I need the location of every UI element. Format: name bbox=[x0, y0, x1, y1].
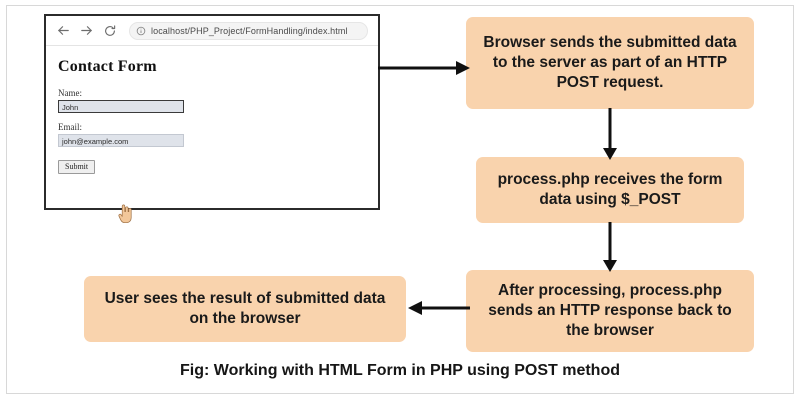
submit-button[interactable]: Submit bbox=[58, 160, 96, 174]
arrow-right-icon bbox=[378, 56, 470, 80]
arrow-left-icon bbox=[408, 296, 470, 320]
info-circle-icon[interactable] bbox=[136, 26, 146, 36]
flow-box-process-php-receives: process.php receives the form data using… bbox=[476, 157, 744, 223]
form-field-email: Email: john@example.com bbox=[58, 122, 366, 147]
browser-page-content: Contact Form Name: John Email: john@exam… bbox=[46, 46, 378, 174]
name-field-label: Name: bbox=[58, 88, 82, 98]
reload-icon[interactable] bbox=[100, 21, 119, 40]
flow-box-user-sees-result: User sees the result of submitted data o… bbox=[84, 276, 406, 342]
page-title: Contact Form bbox=[58, 58, 157, 75]
email-input[interactable]: john@example.com bbox=[58, 134, 184, 147]
arrow-down-icon bbox=[598, 222, 622, 272]
back-arrow-icon[interactable] bbox=[54, 21, 73, 40]
browser-window: localhost/PHP_Project/FormHandling/index… bbox=[44, 14, 380, 224]
flow-box-browser-sends-data: Browser sends the submitted data to the … bbox=[466, 17, 754, 109]
name-input[interactable]: John bbox=[58, 100, 184, 113]
url-text: localhost/PHP_Project/FormHandling/index… bbox=[151, 25, 348, 36]
browser-toolbar: localhost/PHP_Project/FormHandling/index… bbox=[46, 16, 378, 46]
pointing-hand-cursor-icon bbox=[116, 202, 134, 224]
flow-box-http-response: After processing, process.php sends an H… bbox=[466, 270, 754, 352]
address-bar[interactable]: localhost/PHP_Project/FormHandling/index… bbox=[129, 21, 368, 40]
forward-arrow-icon[interactable] bbox=[77, 21, 96, 40]
email-field-label: Email: bbox=[58, 122, 82, 132]
figure-caption: Fig: Working with HTML Form in PHP using… bbox=[180, 362, 620, 379]
arrow-down-icon bbox=[598, 108, 622, 160]
form-field-name: Name: John bbox=[58, 88, 366, 113]
